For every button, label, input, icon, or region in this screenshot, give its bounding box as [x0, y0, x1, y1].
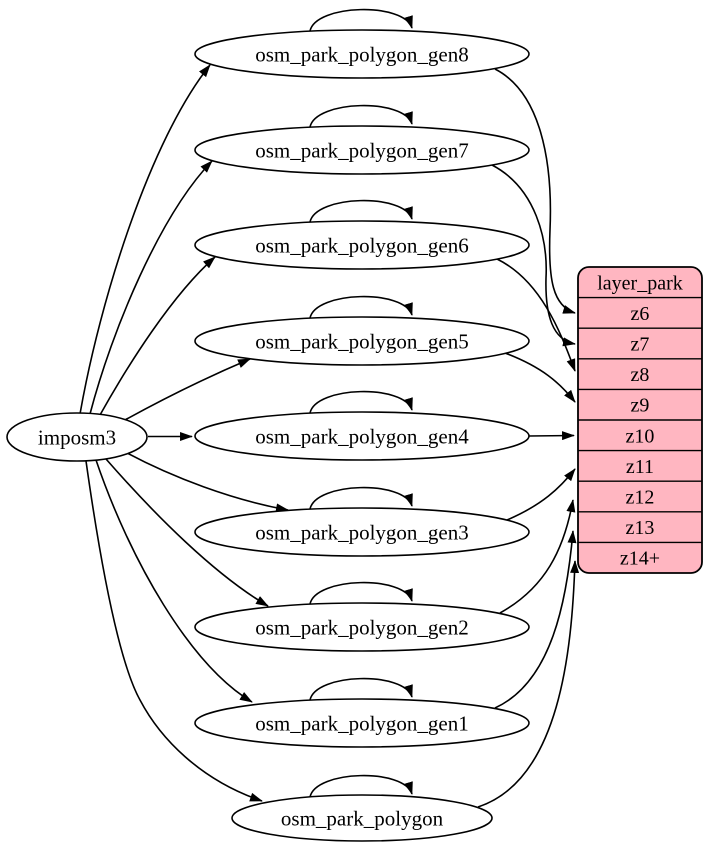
edge-imposm3-to-osm-park-polygon-gen1 [95, 459, 253, 703]
self-loop-osm-park-polygon-gen4 [309, 390, 413, 414]
node-osm-park-polygon-gen3: osm_park_polygon_gen3 [194, 507, 530, 557]
imposm3-ellipse [6, 412, 148, 462]
osm-park-polygon-gen7-ellipse [194, 125, 530, 175]
self-loop-osm-park-polygon-gen5 [309, 295, 413, 319]
edge-osm-park-polygon-gen3-to-z11 [506, 468, 576, 521]
self-loop-osm-park-polygon-gen3 [309, 486, 413, 510]
edge-imposm3-to-osm-park-polygon-gen2 [105, 458, 269, 607]
self-loop-osm-park-polygon-gen6 [309, 199, 413, 223]
layer-row-z7: z7 [631, 334, 650, 356]
edge-osm-park-polygon-gen7-to-z7 [491, 164, 576, 347]
edge-imposm3-to-osm-park-polygon-gen7 [89, 160, 213, 415]
edge-imposm3-to-osm-park-polygon [85, 460, 263, 802]
node-osm-park-polygon: osm_park_polygon [231, 794, 493, 842]
layer-row-z8: z8 [631, 364, 650, 386]
osm-park-polygon-gen2-ellipse [194, 602, 530, 652]
layer-row-z11: z11 [626, 456, 654, 478]
osm-park-polygon-gen4-ellipse [194, 411, 530, 461]
layer-row-z14plus: z14+ [620, 548, 660, 570]
edge-osm-park-polygon-gen6-to-z8 [496, 258, 576, 372]
osm-park-polygon-gen1-ellipse [194, 698, 530, 748]
osm-park-polygon-gen5-label: osm_park_polygon_gen5 [255, 329, 468, 353]
osm-park-polygon-gen4-label: osm_park_polygon_gen4 [255, 424, 469, 448]
node-osm-park-polygon-gen5: osm_park_polygon_gen5 [194, 316, 530, 366]
osm-park-polygon-gen5-ellipse [194, 316, 530, 366]
osm-park-polygon-ellipse [231, 794, 493, 842]
self-loop-osm-park-polygon [309, 774, 413, 798]
self-loop-osm-park-polygon-gen1 [309, 677, 413, 701]
edge-osm-park-polygon-gen4-to-z10 [528, 431, 575, 441]
layer-row-z13: z13 [626, 517, 655, 539]
osm-park-polygon-gen3-label: osm_park_polygon_gen3 [255, 520, 468, 544]
layer-row-z6: z6 [631, 303, 650, 325]
osm-park-polygon-gen6-ellipse [194, 220, 530, 270]
edge-osm-park-polygon-gen2-to-z12 [499, 499, 576, 614]
osm-park-polygon-gen8-ellipse [194, 29, 530, 79]
self-loops [309, 8, 413, 798]
node-osm-park-polygon-gen1: osm_park_polygon_gen1 [194, 698, 530, 748]
node-osm-park-polygon-gen4: osm_park_polygon_gen4 [194, 411, 530, 461]
edge-imposm3-to-osm-park-polygon-gen3 [126, 452, 289, 513]
edge-osm-park-polygon-gen8-to-z6 [494, 68, 576, 314]
self-loop-osm-park-polygon-gen8 [309, 8, 413, 32]
node-osm-park-polygon-gen6: osm_park_polygon_gen6 [194, 220, 530, 270]
layer-row-z10: z10 [626, 425, 655, 447]
node-osm-park-polygon-gen7: osm_park_polygon_gen7 [194, 125, 530, 175]
edge-osm-park-polygon-gen1-to-z13 [494, 530, 577, 709]
osm-park-polygon-gen2-label: osm_park_polygon_gen2 [255, 615, 468, 639]
node-osm-park-polygon-gen2: osm_park_polygon_gen2 [194, 602, 530, 652]
osm-park-polygon-gen3-ellipse [194, 507, 530, 557]
osm-park-polygon-gen8-label: osm_park_polygon_gen8 [255, 42, 468, 66]
osm-park-polygon-gen7-label: osm_park_polygon_gen7 [255, 138, 468, 162]
edge-imposm3-to-osm-park-polygon-gen5 [124, 358, 251, 421]
imposm3-label: imposm3 [38, 425, 116, 449]
layer-row-z9: z9 [631, 395, 650, 417]
edges-from-source [79, 64, 289, 802]
self-loop-osm-park-polygon-gen7 [309, 104, 413, 128]
osm-park-polygon-gen6-label: osm_park_polygon_gen6 [255, 233, 468, 257]
self-loop-osm-park-polygon-gen2 [309, 581, 413, 605]
node-layer-park: layer_park z6 z7 z8 z9 z10 z11 z12 z13 z… [577, 266, 703, 574]
node-osm-park-polygon-gen8: osm_park_polygon_gen8 [194, 29, 530, 79]
node-imposm3: imposm3 [6, 412, 148, 462]
edge-imposm3-to-osm-park-polygon-gen6 [99, 256, 216, 416]
edge-imposm3-to-osm-park-polygon-gen8 [79, 64, 211, 415]
osm-park-polygon-label: osm_park_polygon [281, 806, 444, 830]
layer-row-z12: z12 [626, 487, 655, 509]
edge-osm-park-polygon-gen5-to-z9 [504, 352, 576, 403]
edges-to-layer [477, 68, 580, 808]
layer-park-title: layer_park [597, 272, 683, 294]
edge-osm-park-polygon-to-z14plus [477, 560, 580, 808]
osm-park-polygon-gen1-label: osm_park_polygon_gen1 [255, 711, 468, 735]
